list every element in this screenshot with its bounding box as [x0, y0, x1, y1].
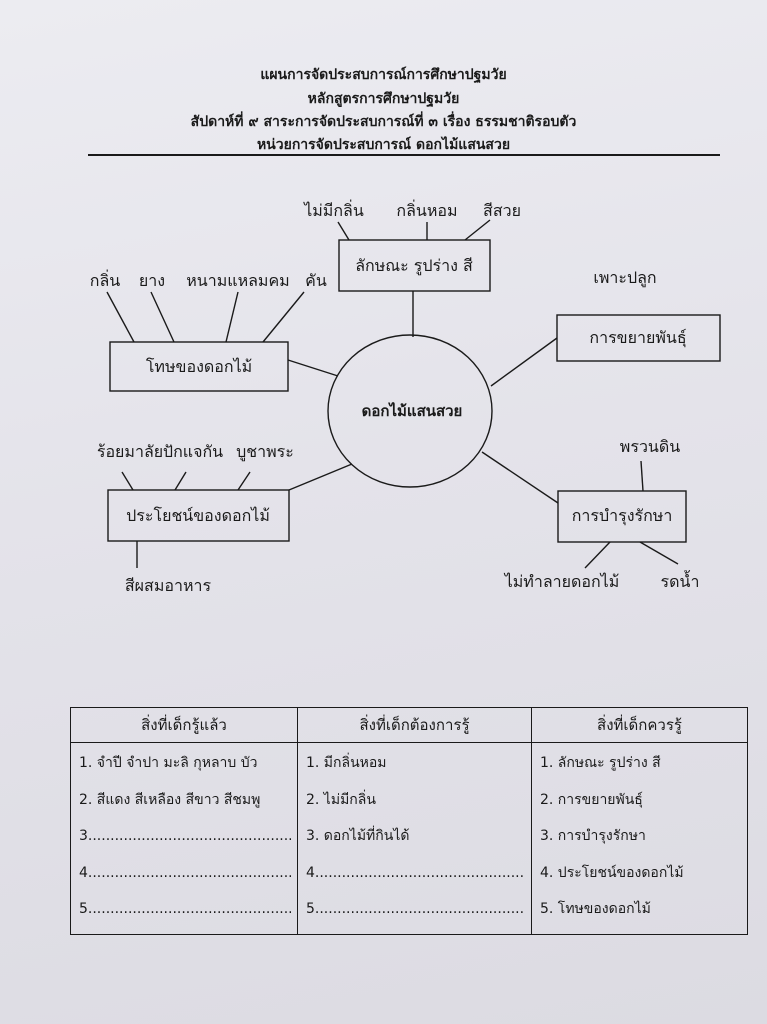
characteristics-box [338, 239, 491, 292]
list-item: 2. การขยายพันธุ์ [540, 791, 643, 808]
harm-label: โทษของดอกไม้ [146, 357, 252, 376]
column-already-know: 1. จำปี จำปา มะลิ กุหลาบ บัว 2. สีแดง สี… [70, 742, 298, 935]
header-underline [88, 154, 720, 156]
propagation-label: การขยายพันธุ์ [589, 328, 686, 348]
header-title-line3: สัปดาห์ที่ ๙ สาระการจัดประสบการณ์ที่ ๓ เ… [190, 114, 577, 130]
connector-garland [121, 471, 134, 491]
connector-thorns [225, 291, 239, 343]
benefit-label: ประโยชน์ของดอกไม้ [126, 506, 270, 525]
item-itch: คัน [305, 271, 327, 290]
header-title-line4: หน่วยการจัดประสบการณ์ ดอกไม้แสนสวย [256, 137, 511, 153]
item-sap: ยาง [139, 271, 165, 290]
header-title-line2: หลักสูตรการศึกษาปฐมวัย [307, 91, 460, 107]
list-item: 5. โทษของดอกไม้ [540, 901, 651, 917]
list-item: 2. ไม่มีกลิ่น [306, 791, 376, 808]
header-title-line1: แผนการจัดประสบการณ์การศึกษาปฐมวัย [260, 67, 507, 83]
item-worship: บูชาพระ [236, 442, 294, 462]
connector-no-destroy [584, 541, 611, 569]
item-pretty-color: สีสวย [483, 201, 521, 220]
list-item: 2. สีแดง สีเหลือง สีขาว สีชมพู [79, 791, 261, 808]
connector-pretty-color [464, 219, 491, 241]
item-food-coloring: สีผสมอาหาร [125, 576, 212, 595]
connector-propagation [490, 337, 558, 387]
list-item: 4. ประโยชน์ของดอกไม้ [540, 864, 684, 881]
column-should-know: 1. ลักษณะ รูปร่าง สี 2. การขยายพันธุ์ 3.… [531, 742, 748, 935]
item-garland: ร้อยมาลัย [97, 442, 163, 461]
list-item: 3.......................................… [79, 828, 291, 844]
list-item: 3. ดอกไม้ที่กินได้ [306, 828, 410, 844]
care-box [557, 490, 687, 543]
connector-watering [639, 541, 679, 565]
item-no-smell: ไม่มีกลิ่น [302, 199, 364, 220]
item-thorns: หนามแหลมคม [186, 271, 289, 290]
item-smell: กลิ่น [90, 269, 120, 290]
center-label: ดอกไม้แสนสวย [362, 401, 463, 420]
knowledge-table: สิ่งที่เด็กรู้แล้ว สิ่งที่เด็กต้องการรู้… [70, 707, 748, 935]
list-item: 1. จำปี จำปา มะลิ กุหลาบ บัว [79, 755, 258, 771]
header-should-know: สิ่งที่เด็กควรรู้ [531, 707, 748, 743]
connector-smell [106, 291, 135, 343]
connector-no-smell [337, 221, 350, 241]
connector-itch [262, 291, 305, 343]
list-item: 1. ลักษณะ รูปร่าง สี [540, 755, 661, 771]
connector-sap [150, 291, 175, 343]
connector-loosen-soil [640, 460, 644, 492]
center-circle [327, 334, 493, 488]
connector-benefit [288, 463, 353, 491]
care-label: การบำรุงรักษา [572, 506, 673, 526]
header-want-to-know: สิ่งที่เด็กต้องการรู้ [297, 707, 532, 743]
table-header-row: สิ่งที่เด็กรู้แล้ว สิ่งที่เด็กต้องการรู้… [70, 707, 748, 743]
list-item: 1. มีกลิ่นหอม [306, 755, 387, 771]
benefit-box [107, 489, 290, 542]
list-item: 4.......................................… [306, 864, 525, 881]
item-loosen-soil: พรวนดิน [620, 437, 680, 456]
item-no-destroy: ไม่ทำลายดอกไม้ [503, 572, 620, 591]
item-vase: ปักแจกัน [163, 442, 223, 461]
concept-web-diagram: ดอกไม้แสนสวย ลักษณะ รูปร่าง สี ไม่มีกลิ่… [90, 199, 721, 595]
item-watering: รดน้ำ [661, 570, 700, 591]
list-item: 5.......................................… [306, 901, 525, 917]
column-want-to-know: 1. มีกลิ่นหอม 2. ไม่มีกลิ่น 3. ดอกไม้ที่… [297, 742, 532, 935]
table-row: 1. จำปี จำปา มะลิ กุหลาบ บัว 2. สีแดง สี… [70, 742, 748, 935]
connector-vase [174, 471, 187, 491]
connector-care [481, 451, 559, 504]
connector-worship [237, 471, 251, 491]
characteristics-label: ลักษณะ รูปร่าง สี [355, 256, 473, 276]
header-already-know: สิ่งที่เด็กรู้แล้ว [70, 707, 298, 743]
list-item: 3. การบำรุงรักษา [540, 828, 646, 844]
list-item: 4.......................................… [79, 864, 291, 881]
item-fragrant: กลิ่นหอม [396, 199, 457, 220]
item-cultivate: เพาะปลูก [593, 268, 656, 288]
connector-harm [287, 359, 339, 377]
harm-box [109, 341, 289, 392]
list-item: 5.......................................… [79, 901, 291, 917]
